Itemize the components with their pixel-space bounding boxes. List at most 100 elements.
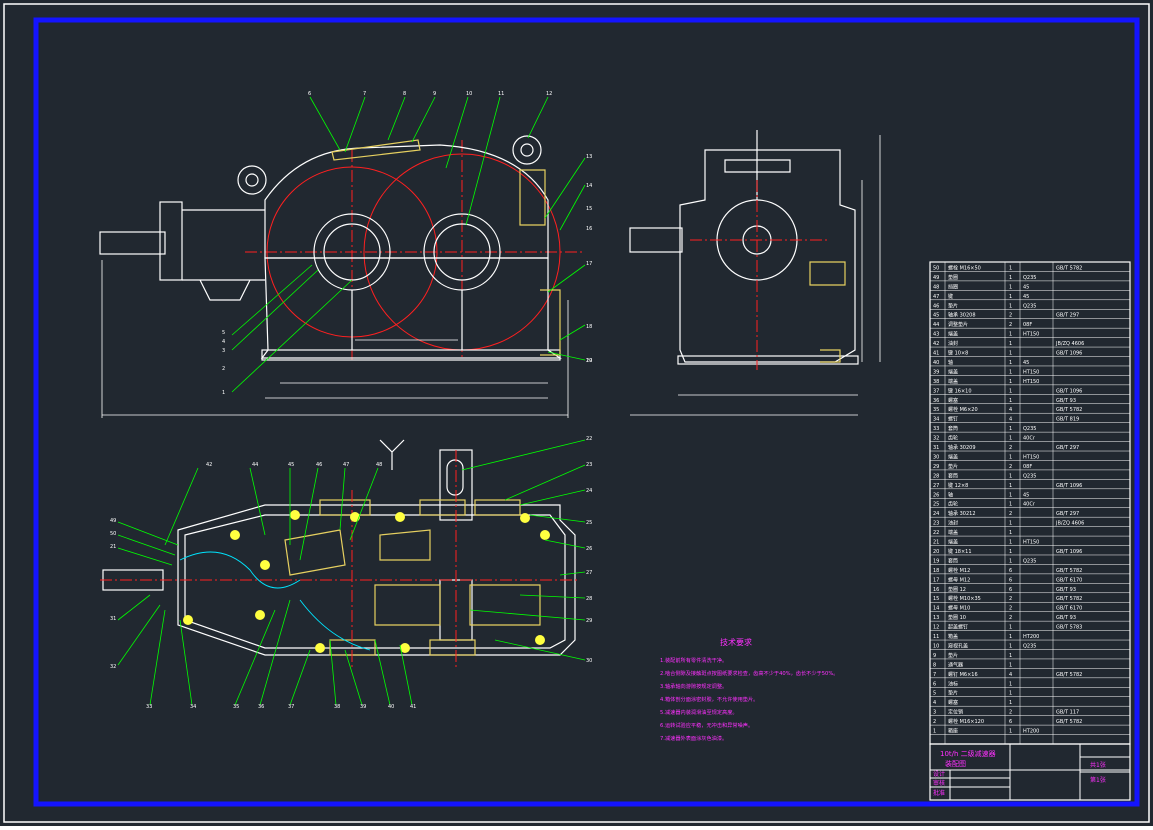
bom-cell-name: 键 12×8 — [948, 482, 968, 489]
leader-label: 21 — [110, 544, 116, 550]
bom-cell-no: 40 — [933, 360, 939, 366]
bom-cell-name: 定位销 — [948, 709, 963, 716]
bom-cell-standard: GB/T 1096 — [1056, 483, 1082, 489]
bom-cell-no: 21 — [933, 540, 939, 546]
bom-cell-name: 螺钉 M6×16 — [948, 671, 978, 678]
leader-label: 15 — [586, 206, 592, 212]
bom-cell-material: 45 — [1023, 492, 1029, 498]
bom-cell-no: 12 — [933, 625, 939, 631]
bom-cell-standard: GB/T 5782 — [1056, 265, 1082, 271]
drawing-name: 装配图 — [945, 759, 966, 768]
input-flange — [159, 201, 183, 281]
leader-label: 5 — [222, 330, 225, 336]
leader-label: 11 — [498, 91, 504, 97]
bom-cell-qty: 1 — [1009, 634, 1012, 640]
bom-cell-name: 套筒 — [948, 472, 958, 479]
bom-cell-standard: GB/T 5783 — [1056, 625, 1082, 631]
bom-cell-name: 轴承 30212 — [948, 510, 976, 517]
leader-label: 47 — [343, 462, 349, 468]
bom-cell-no: 25 — [933, 502, 939, 508]
leader-label: 28 — [586, 596, 592, 602]
leader-label: 42 — [206, 462, 212, 468]
bom-cell-qty: 1 — [1009, 558, 1012, 564]
lifting-lug-right — [512, 135, 542, 165]
leader-label: 27 — [586, 570, 592, 576]
bom-cell-qty: 1 — [1009, 549, 1012, 555]
bom-cell-no: 43 — [933, 332, 939, 338]
bom-cell-no: 19 — [933, 558, 939, 564]
bom-cell-no: 6 — [933, 681, 936, 687]
bom-cell-standard: GB/T 93 — [1056, 615, 1076, 621]
bom-cell-material: 40Cr — [1023, 436, 1036, 442]
bom-cell-material: HT150 — [1023, 454, 1039, 460]
bom-cell-no: 20 — [933, 549, 939, 555]
sheet-count: 共1张 — [1090, 761, 1106, 769]
leader-label: 17 — [586, 261, 592, 267]
bom-cell-qty: 6 — [1009, 719, 1012, 725]
bom-cell-no: 49 — [933, 275, 939, 281]
bom-cell-no: 34 — [933, 417, 939, 423]
leader-label: 9 — [433, 91, 436, 97]
bom-cell-qty: 2 — [1009, 511, 1012, 517]
bom-cell-name: 挡圈 — [948, 283, 958, 290]
bom-cell-qty: 1 — [1009, 502, 1012, 508]
bom-cell-no: 27 — [933, 483, 939, 489]
bom-cell-no: 18 — [933, 568, 939, 574]
leader-label: 10 — [466, 91, 472, 97]
bom-cell-standard: GB/T 6170 — [1056, 606, 1082, 612]
leader-label: 2 — [222, 366, 225, 372]
front-leaders — [231, 96, 586, 393]
upper-housing — [264, 144, 549, 259]
bom-cell-name: 调整垫片 — [948, 321, 968, 328]
leader-label: 48 — [376, 462, 382, 468]
note-line: 1.装配前所有零件清洗干净。 — [660, 656, 727, 664]
bom-cell-no: 33 — [933, 426, 939, 432]
leader-label: 18 — [586, 324, 592, 330]
bom-cell-name: 键 — [948, 293, 953, 300]
bom-cell-material: Q235 — [1023, 275, 1036, 281]
bom-cell-no: 50 — [933, 265, 939, 271]
plan-view — [100, 439, 586, 706]
bom-cell-name: 螺塞 — [948, 699, 958, 706]
plan-gears — [284, 499, 541, 656]
leader-label: 49 — [110, 518, 116, 524]
bom-cell-no: 47 — [933, 294, 939, 300]
leader-label: 1 — [222, 390, 225, 396]
bom-cell-qty: 1 — [1009, 360, 1012, 366]
bom-cell-name: 垫圈 10 — [948, 614, 966, 621]
bom-cell-qty: 1 — [1009, 691, 1012, 697]
leader-label: 29 — [586, 618, 592, 624]
bom-cell-name: 箱盖 — [948, 633, 958, 640]
leader-label: 20 — [586, 358, 592, 364]
bom-cell-qty: 2 — [1009, 606, 1012, 612]
bom-cell-qty: 1 — [1009, 265, 1012, 271]
bom-cell-qty: 1 — [1009, 473, 1012, 479]
side-view — [629, 130, 881, 416]
bom-cell-qty: 1 — [1009, 681, 1012, 687]
bom-cell-qty: 1 — [1009, 351, 1012, 357]
bom-cell-qty: 2 — [1009, 322, 1012, 328]
bom-cell-standard: GB/T 5782 — [1056, 672, 1082, 678]
bom-cell-qty: 4 — [1009, 407, 1012, 413]
bom-cell-material: Q235 — [1023, 473, 1036, 479]
bom-cell-no: 48 — [933, 284, 939, 290]
note-line: 5.减速器内装润滑油至规定高度。 — [660, 708, 738, 716]
bom-cell-qty: 1 — [1009, 662, 1012, 668]
bom-cell-standard: GB/T 5782 — [1056, 596, 1082, 602]
lifting-lug-left — [237, 165, 267, 195]
bom-cell-name: 起盖螺钉 — [948, 624, 968, 631]
leader-label: 7 — [363, 91, 366, 97]
bom-cell-name: 油封 — [948, 340, 958, 347]
bom-cell-material: Q235 — [1023, 558, 1036, 564]
bom-cell-material: 45 — [1023, 360, 1029, 366]
bom-cell-name: 垫片 — [948, 463, 958, 470]
bom-cell-material: HT150 — [1023, 540, 1039, 546]
note-line: 4.箱体剖分面涂密封胶，不允许使用垫片。 — [660, 695, 758, 703]
bom-cell-qty: 1 — [1009, 521, 1012, 527]
bom-cell-no: 31 — [933, 445, 939, 451]
bom-cell-standard: GB/T 1096 — [1056, 351, 1082, 357]
bom-cell-qty: 1 — [1009, 369, 1012, 375]
notes-lines: 1.装配前所有零件清洗干净。2.啮合侧隙及接触斑点按图纸要求检查，齿高不少于40… — [660, 656, 838, 742]
